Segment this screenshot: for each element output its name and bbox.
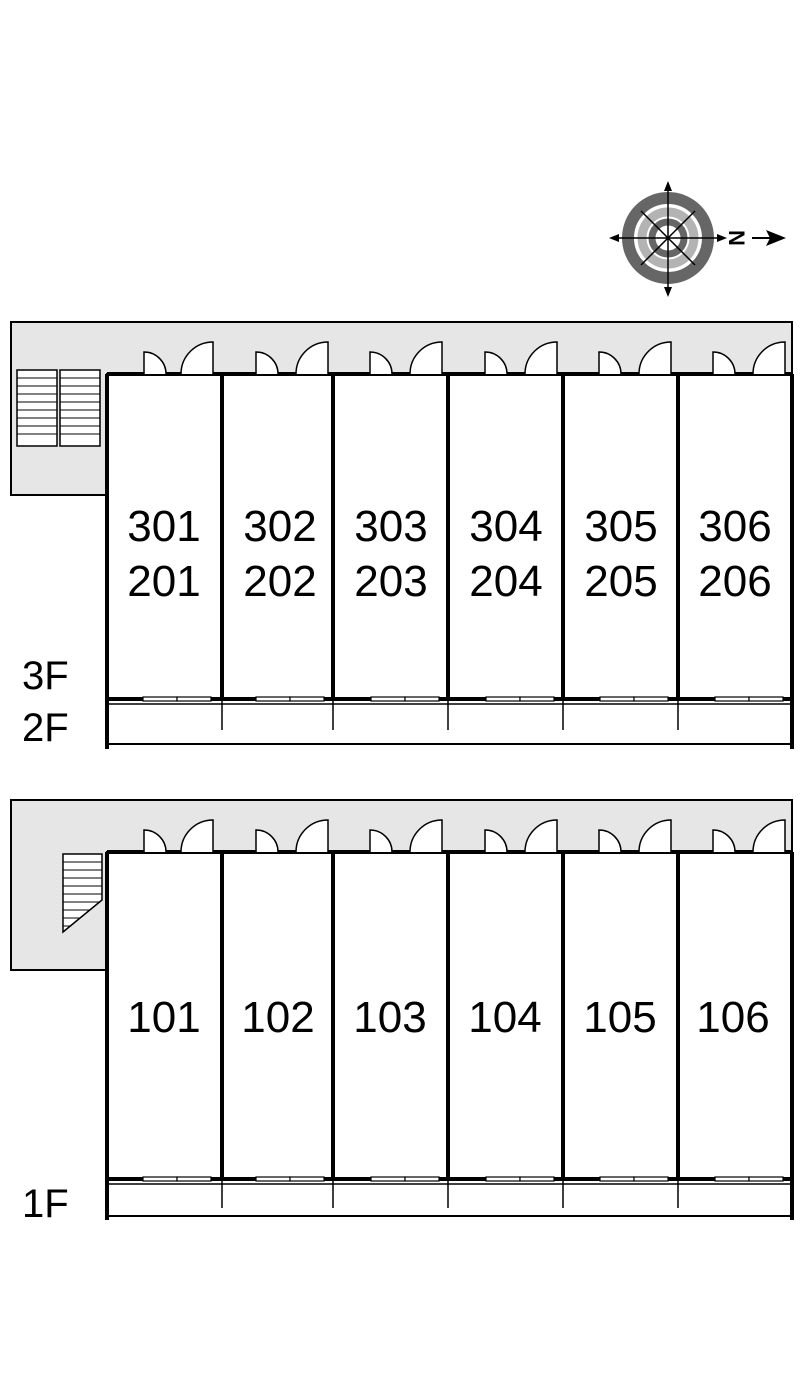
unit-number: 202 bbox=[243, 557, 316, 606]
floor-label-3f: 3F bbox=[22, 654, 69, 698]
unit-number: 302 bbox=[243, 502, 316, 551]
doors-lower bbox=[143, 819, 786, 853]
floor-label-1f: 1F bbox=[22, 1182, 69, 1226]
unit-number: 303 bbox=[354, 502, 427, 551]
upper-block: 301 201 302 202 303 203 304 204 305 205 … bbox=[10, 321, 794, 750]
unit-number: 306 bbox=[698, 502, 771, 551]
floor-label-2f: 2F bbox=[22, 706, 69, 750]
unit-305 bbox=[563, 374, 678, 699]
unit-302 bbox=[222, 374, 333, 699]
unit-number: 301 bbox=[127, 502, 200, 551]
doors-upper bbox=[143, 341, 786, 375]
balcony-lower bbox=[107, 1179, 792, 1217]
unit-104 bbox=[448, 852, 563, 1179]
walls-lower bbox=[105, 850, 794, 1220]
unit-number: 106 bbox=[696, 993, 769, 1042]
unit-301 bbox=[107, 374, 222, 699]
unit-102 bbox=[222, 852, 333, 1179]
unit-number: 201 bbox=[127, 557, 200, 606]
unit-101 bbox=[107, 852, 222, 1179]
staircase-upper-icon bbox=[16, 369, 101, 447]
unit-number: 205 bbox=[584, 557, 657, 606]
unit-number: 104 bbox=[468, 993, 541, 1042]
unit-306 bbox=[678, 374, 792, 699]
balcony-upper bbox=[107, 699, 792, 745]
unit-number: 203 bbox=[354, 557, 427, 606]
unit-number: 103 bbox=[353, 993, 426, 1042]
unit-303 bbox=[333, 374, 448, 699]
lower-block: 101 102 103 104 105 106 1F bbox=[10, 799, 794, 1226]
windows-lower bbox=[142, 1176, 784, 1182]
north-label: N bbox=[724, 230, 749, 246]
unit-number: 105 bbox=[583, 993, 656, 1042]
unit-106 bbox=[678, 852, 792, 1179]
unit-105 bbox=[563, 852, 678, 1179]
compass-rose-icon bbox=[609, 181, 786, 297]
windows-upper bbox=[142, 696, 784, 702]
staircase-lower-icon bbox=[62, 853, 103, 934]
unit-304 bbox=[448, 374, 563, 699]
unit-number: 102 bbox=[241, 993, 314, 1042]
unit-number: 304 bbox=[469, 502, 542, 551]
unit-number: 101 bbox=[127, 993, 200, 1042]
unit-number: 204 bbox=[469, 557, 542, 606]
unit-number: 305 bbox=[584, 502, 657, 551]
unit-number: 206 bbox=[698, 557, 771, 606]
unit-103 bbox=[333, 852, 448, 1179]
